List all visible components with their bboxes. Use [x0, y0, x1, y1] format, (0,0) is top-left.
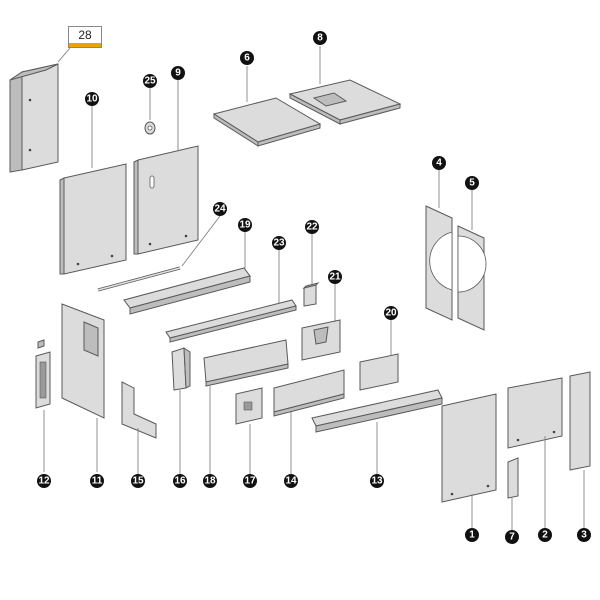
- svg-text:24: 24: [214, 204, 226, 215]
- part-25-grommet: [144, 121, 156, 135]
- callout-21: 21: [328, 270, 342, 284]
- svg-text:16: 16: [174, 476, 186, 487]
- callout-6: 6: [240, 51, 254, 65]
- svg-text:23: 23: [273, 238, 285, 249]
- svg-text:2: 2: [542, 530, 548, 541]
- svg-text:12: 12: [38, 476, 50, 487]
- svg-text:6: 6: [244, 53, 250, 64]
- svg-text:25: 25: [144, 76, 156, 87]
- callout-22: 22: [305, 220, 319, 234]
- callout-18: 18: [203, 474, 217, 488]
- callout-8: 8: [313, 31, 327, 45]
- svg-text:15: 15: [132, 476, 144, 487]
- part-10-panel: [59, 163, 127, 275]
- svg-text:21: 21: [329, 272, 341, 283]
- callout-9: 9: [171, 66, 185, 80]
- callout-3: 3: [577, 528, 591, 542]
- part-12-vent-frame: [35, 339, 51, 409]
- svg-text:5: 5: [469, 178, 475, 189]
- part-20-plate: [359, 353, 399, 391]
- svg-text:8: 8: [317, 33, 323, 44]
- page-badge-accent: [69, 43, 101, 47]
- part-8-top-plate-opening: [288, 79, 402, 125]
- callout-15: 15: [131, 474, 145, 488]
- part-28-side-panel: [9, 63, 59, 173]
- callout-11: 11: [90, 474, 104, 488]
- callout-7: 7: [505, 530, 519, 544]
- leader-24: [181, 215, 221, 267]
- callout-19: 19: [238, 218, 252, 232]
- part-11-control-panel: [61, 303, 105, 419]
- svg-text:7: 7: [509, 532, 515, 543]
- part-15-l-plate: [121, 381, 157, 439]
- part-14-channel: [273, 369, 345, 417]
- part-16-bracket: [171, 347, 191, 391]
- page-badge: 28: [68, 26, 102, 48]
- part-6-top-plate: [212, 97, 322, 147]
- callout-10: 10: [85, 92, 99, 106]
- leader-28: [57, 47, 71, 63]
- svg-text:19: 19: [239, 220, 251, 231]
- svg-text:22: 22: [306, 222, 318, 233]
- svg-text:17: 17: [244, 476, 256, 487]
- svg-text:18: 18: [204, 476, 216, 487]
- svg-text:11: 11: [92, 476, 103, 487]
- part-3-strip-panel: [569, 371, 591, 471]
- callout-14: 14: [284, 474, 298, 488]
- svg-text:20: 20: [385, 308, 397, 319]
- svg-text:14: 14: [285, 476, 297, 487]
- svg-text:13: 13: [371, 476, 383, 487]
- svg-text:3: 3: [581, 530, 587, 541]
- callout-2: 2: [538, 528, 552, 542]
- callout-23: 23: [272, 236, 286, 250]
- part-24-rod: [97, 266, 181, 292]
- part-18-channel: [203, 339, 289, 387]
- part-4-cutout-panel: [425, 205, 453, 321]
- svg-text:4: 4: [436, 158, 442, 169]
- page-badge-label: 28: [78, 28, 92, 42]
- part-13-long-channel: [311, 389, 443, 433]
- callout-20: 20: [384, 306, 398, 320]
- callout-12: 12: [37, 474, 51, 488]
- part-2-panel: [507, 377, 563, 449]
- callout-13: 13: [370, 474, 384, 488]
- part-23-rail: [165, 299, 297, 343]
- callout-25: 25: [143, 74, 157, 88]
- svg-text:10: 10: [86, 94, 98, 105]
- callout-16: 16: [173, 474, 187, 488]
- part-7-small-bracket: [507, 457, 519, 499]
- callout-4: 4: [432, 156, 446, 170]
- part-9-panel-slot: [133, 145, 199, 255]
- callout-1: 1: [465, 528, 479, 542]
- part-21-notched-bracket: [301, 319, 341, 361]
- part-17-mount-bracket: [235, 387, 263, 425]
- part-19-channel: [123, 267, 251, 315]
- svg-text:1: 1: [469, 530, 475, 541]
- part-1-panel: [441, 393, 497, 503]
- part-5-cutout-panel: [457, 225, 487, 331]
- callout-17: 17: [243, 474, 257, 488]
- part-22-bracket: [302, 282, 320, 307]
- svg-text:9: 9: [175, 68, 181, 79]
- callout-5: 5: [465, 176, 479, 190]
- callout-24: 24: [213, 202, 227, 216]
